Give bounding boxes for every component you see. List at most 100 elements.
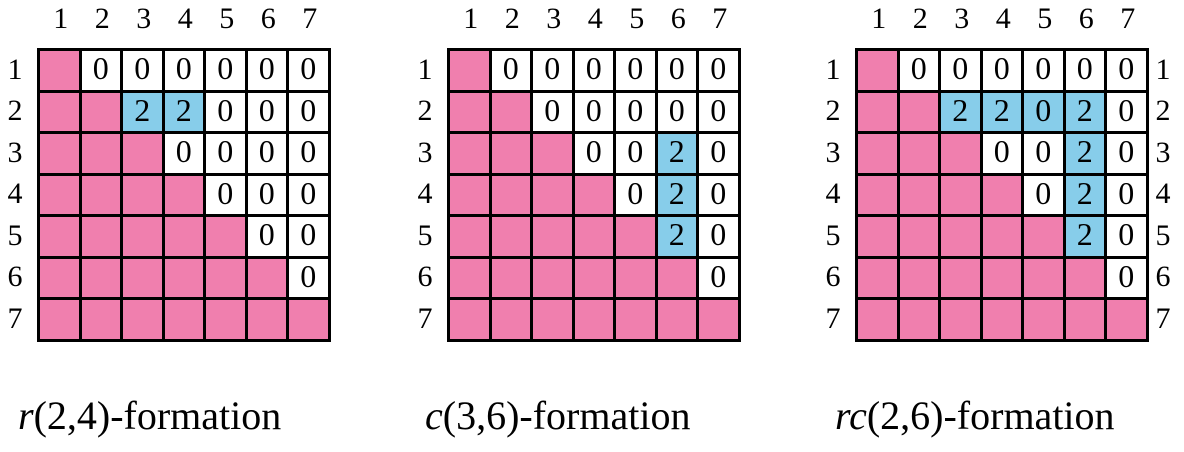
filled-cell xyxy=(530,214,575,259)
row-label: 5 xyxy=(7,218,23,252)
filled-cell xyxy=(530,131,575,176)
column-label: 3 xyxy=(954,2,970,35)
value-cell: 0 xyxy=(1104,48,1149,93)
value-cell: 0 xyxy=(286,172,331,217)
highlighted-cell: 2 xyxy=(654,214,699,259)
filled-cell xyxy=(161,214,206,259)
value-cell: 0 xyxy=(696,255,741,300)
filled-cell xyxy=(654,297,699,342)
filled-cell xyxy=(161,255,206,300)
value-cell: 0 xyxy=(203,89,248,134)
highlighted-cell: 2 xyxy=(1062,172,1107,217)
row-label: 7 xyxy=(417,301,433,335)
value-cell: 0 xyxy=(244,89,289,134)
value-cell: 0 xyxy=(286,48,331,93)
row-label: 6 xyxy=(417,260,433,294)
highlighted-cell: 2 xyxy=(161,89,206,134)
filled-cell xyxy=(896,131,941,176)
value-cell: 0 xyxy=(203,172,248,217)
column-label: 5 xyxy=(629,2,645,35)
value-cell: 0 xyxy=(1104,89,1149,134)
value-cell: 0 xyxy=(1021,131,1066,176)
filled-cell xyxy=(1021,255,1066,300)
value-cell: 0 xyxy=(244,48,289,93)
column-label: 3 xyxy=(546,2,562,35)
filled-cell xyxy=(37,131,82,176)
row-label-right: 6 xyxy=(1155,260,1171,294)
row-label: 4 xyxy=(825,177,841,211)
column-label: 2 xyxy=(94,2,110,35)
value-cell: 0 xyxy=(938,48,983,93)
filled-cell xyxy=(855,172,900,217)
row-label: 3 xyxy=(7,135,23,169)
filled-cell xyxy=(244,255,289,300)
value-cell: 0 xyxy=(1104,172,1149,217)
filled-cell xyxy=(938,297,983,342)
column-label: 1 xyxy=(871,2,887,35)
filled-cell xyxy=(37,214,82,259)
filled-cell xyxy=(244,297,289,342)
filled-cell xyxy=(447,214,492,259)
value-cell: 0 xyxy=(696,214,741,259)
row-label: 2 xyxy=(825,94,841,128)
filled-cell xyxy=(855,297,900,342)
column-label: 6 xyxy=(1078,2,1094,35)
filled-cell xyxy=(571,214,616,259)
filled-cell xyxy=(78,297,123,342)
filled-cell xyxy=(530,297,575,342)
filled-cell xyxy=(488,89,533,134)
value-cell: 0 xyxy=(571,89,616,134)
value-cell: 0 xyxy=(613,89,658,134)
filled-cell xyxy=(78,89,123,134)
filled-cell xyxy=(979,255,1024,300)
highlighted-cell: 2 xyxy=(120,89,165,134)
highlighted-cell: 2 xyxy=(938,89,983,134)
column-label: 1 xyxy=(53,2,69,35)
value-cell: 0 xyxy=(571,48,616,93)
row-label-right: 2 xyxy=(1155,94,1171,128)
value-cell: 0 xyxy=(120,48,165,93)
caption-rest: (3,6)-formation xyxy=(442,393,691,438)
row-label: 1 xyxy=(7,52,23,86)
row-label: 3 xyxy=(825,135,841,169)
caption-prefix: r xyxy=(18,393,34,438)
value-cell: 0 xyxy=(530,48,575,93)
highlighted-cell: 2 xyxy=(1062,214,1107,259)
value-cell: 0 xyxy=(696,131,741,176)
row-label: 1 xyxy=(417,52,433,86)
filled-cell xyxy=(78,255,123,300)
row-label: 3 xyxy=(417,135,433,169)
row-label: 7 xyxy=(825,301,841,335)
caption-rest: (2,6)-formation xyxy=(866,393,1115,438)
filled-cell xyxy=(855,255,900,300)
caption-prefix: c xyxy=(425,393,443,438)
filled-cell xyxy=(120,172,165,217)
value-cell: 0 xyxy=(696,89,741,134)
column-label: 4 xyxy=(995,2,1011,35)
filled-cell xyxy=(896,297,941,342)
filled-cell xyxy=(78,214,123,259)
value-cell: 0 xyxy=(244,131,289,176)
filled-cell xyxy=(530,172,575,217)
filled-cell xyxy=(1021,297,1066,342)
filled-cell xyxy=(447,131,492,176)
filled-cell xyxy=(78,172,123,217)
filled-cell xyxy=(203,255,248,300)
column-label: 7 xyxy=(302,2,318,35)
value-cell: 0 xyxy=(1021,172,1066,217)
filled-cell xyxy=(120,214,165,259)
filled-cell xyxy=(120,255,165,300)
row-label-right: 3 xyxy=(1155,135,1171,169)
value-cell: 0 xyxy=(203,131,248,176)
panel-caption: r(2,4)-formation xyxy=(18,394,281,438)
value-cell: 0 xyxy=(613,131,658,176)
row-label: 7 xyxy=(7,301,23,335)
value-cell: 0 xyxy=(78,48,123,93)
filled-cell xyxy=(938,214,983,259)
value-cell: 0 xyxy=(696,172,741,217)
caption-rest: (2,4)-formation xyxy=(33,393,282,438)
highlighted-cell: 2 xyxy=(1062,131,1107,176)
value-cell: 0 xyxy=(161,48,206,93)
